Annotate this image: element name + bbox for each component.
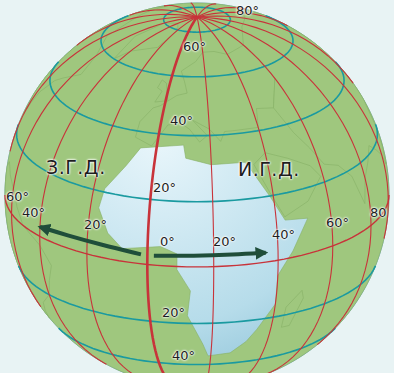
continents (5, 3, 389, 373)
meridians (10, 3, 388, 373)
degree-label: 40° (170, 114, 193, 127)
degree-label: 80° (236, 4, 259, 17)
degree-label: 40° (172, 349, 195, 362)
degree-label: 0° (160, 235, 175, 248)
meridian (197, 17, 333, 373)
meridian (197, 17, 214, 373)
meridian (87, 17, 197, 373)
hemisphere-label: И.Г.Д. (238, 160, 300, 179)
degree-label: 40° (272, 228, 295, 241)
continent (281, 290, 303, 327)
direction-arrow (154, 253, 266, 256)
parallel (50, 62, 344, 136)
meridian (197, 17, 388, 239)
parallel (19, 266, 376, 324)
degree-label: 80 (370, 206, 387, 219)
degree-label: 20° (162, 306, 185, 319)
direction-arrow (40, 227, 141, 254)
parallel (101, 16, 293, 77)
parallel (59, 328, 336, 364)
hemisphere-label: З.Г.Д. (46, 158, 106, 177)
degree-label: 20° (84, 218, 107, 231)
meridian (197, 17, 278, 373)
continent (5, 162, 51, 319)
degree-label: 40° (22, 206, 45, 219)
meridian (197, 16, 353, 83)
meridian (12, 17, 197, 307)
degree-label: 60° (6, 190, 29, 203)
degree-label: 20° (153, 181, 176, 194)
continent (5, 3, 389, 373)
sphere (5, 3, 389, 373)
meridian (197, 17, 371, 345)
parallel (5, 195, 389, 267)
parallels (5, 7, 389, 373)
degree-label: 60° (326, 216, 349, 229)
direction-arrows (40, 227, 266, 256)
prime-meridian (147, 17, 197, 373)
degree-label: 60° (183, 40, 206, 53)
degree-label: 20° (213, 235, 236, 248)
